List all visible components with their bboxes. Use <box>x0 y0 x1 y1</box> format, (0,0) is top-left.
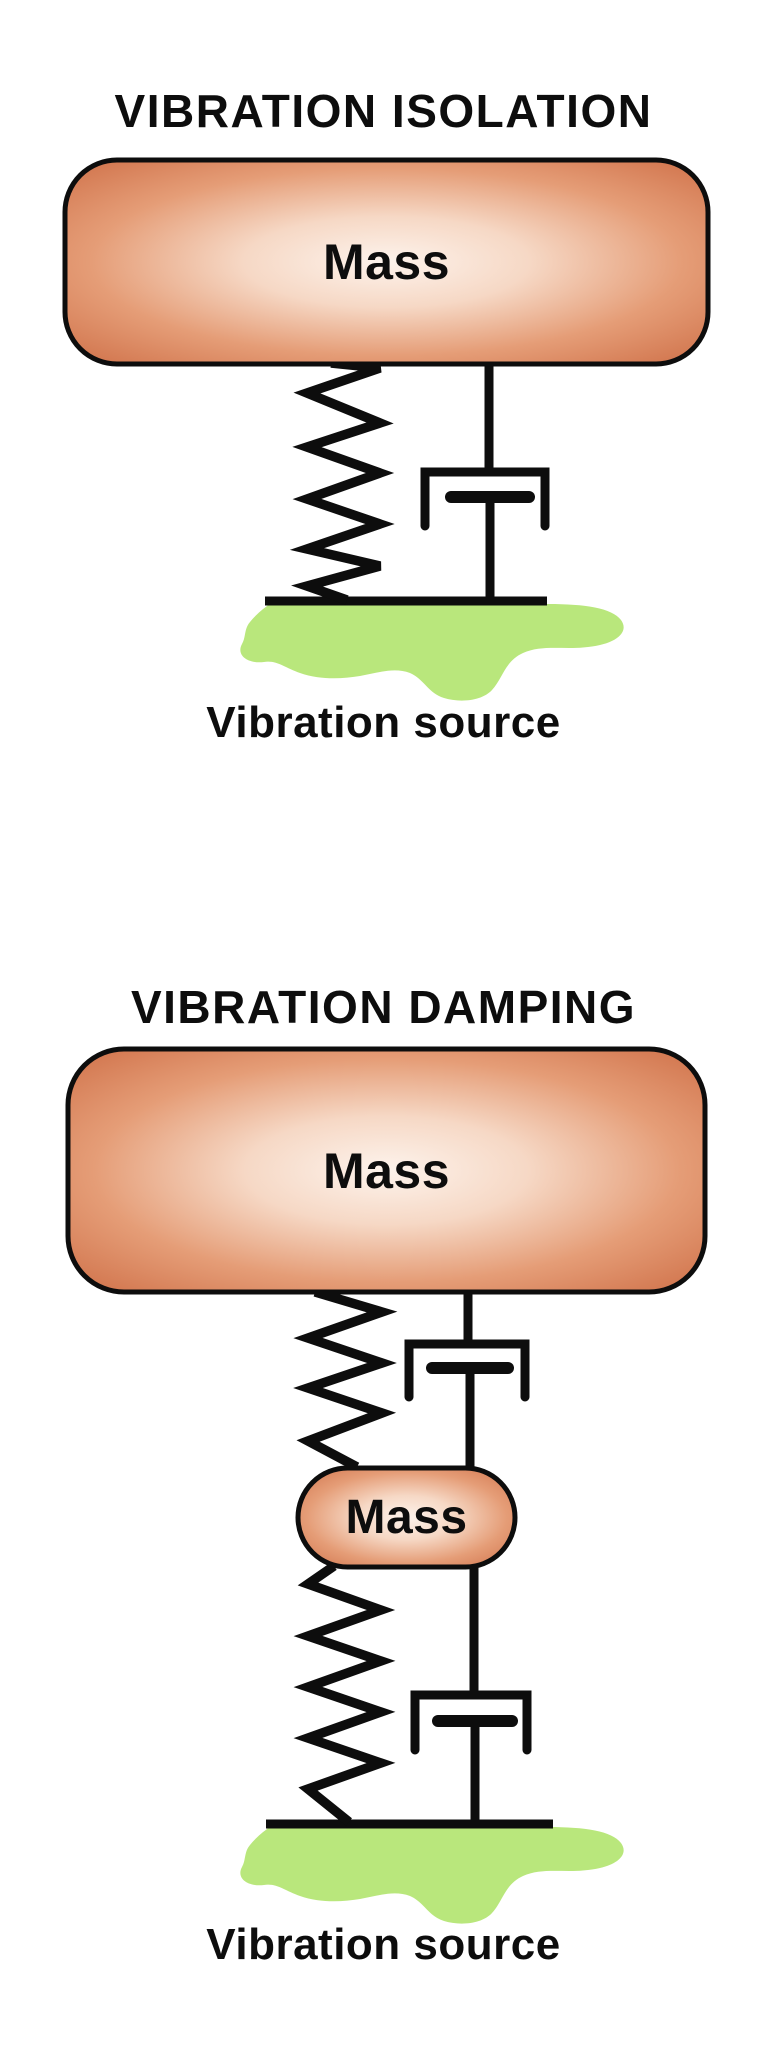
isolation-source-blob <box>240 604 624 701</box>
damping-title: VIBRATION DAMPING <box>130 981 637 1033</box>
damping-intermediate-mass-label: Mass <box>345 1490 468 1544</box>
isolation-damper-symbol <box>420 362 550 603</box>
isolation-diagram <box>62 157 711 701</box>
damping-upper-damper-symbol <box>404 1291 530 1470</box>
isolation-mass-block <box>62 157 711 367</box>
isolation-title: VIBRATION ISOLATION <box>114 85 653 137</box>
damping-upper-mass-label: Mass <box>322 1142 451 1199</box>
isolation-mass-label: Mass <box>322 234 451 290</box>
damping-intermediate-mass-block <box>295 1465 518 1570</box>
damping-lower-damper-symbol <box>410 1565 532 1826</box>
damping-source-blob <box>240 1827 624 1924</box>
damping-diagram <box>65 1046 708 1924</box>
isolation-source-label: Vibration source <box>206 698 561 747</box>
damping-source-label: Vibration source <box>206 1920 561 1969</box>
damping-lower-spring-symbol <box>293 1562 396 1826</box>
damping-upper-spring-symbol <box>293 1287 398 1472</box>
isolation-spring-symbol <box>289 358 395 605</box>
damping-upper-mass-block <box>65 1046 708 1295</box>
